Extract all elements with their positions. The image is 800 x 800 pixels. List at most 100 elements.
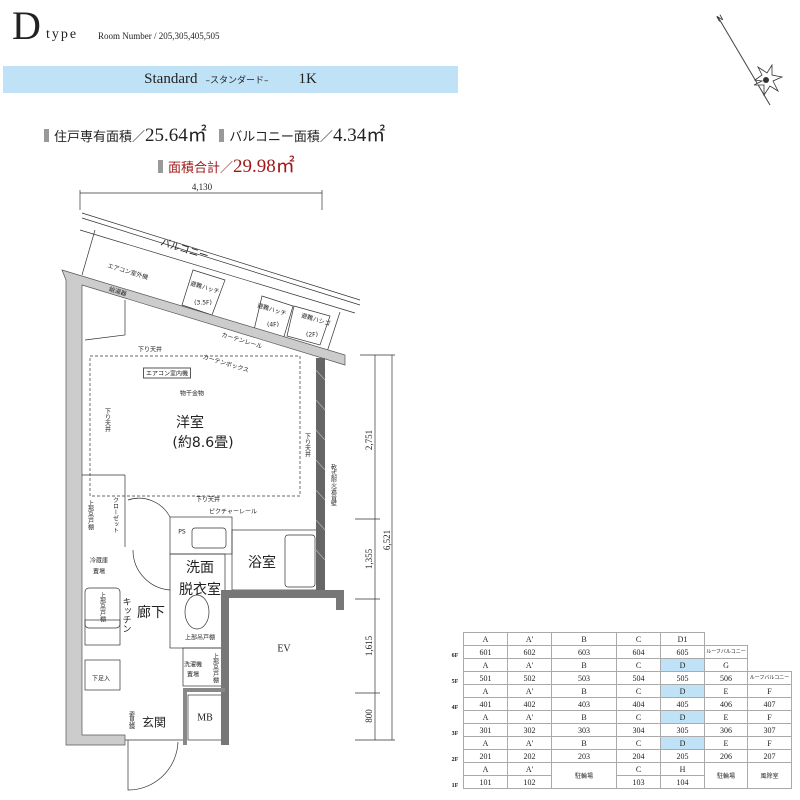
shoe-box-label: 下足入 [91, 675, 111, 683]
mb-label: MB [197, 712, 213, 724]
total-area-value: 29.98㎡ [233, 156, 295, 177]
washroom-label-2: 脱衣室 [179, 582, 221, 598]
room-cell: 306 [704, 723, 748, 737]
vestibule-cell: 風除室 [747, 762, 792, 789]
room-cell: 601 [463, 645, 508, 659]
closet-label: クローゼット [111, 497, 119, 533]
room-cell: 605 [660, 645, 705, 659]
western-room-size: (約8.6畳) [172, 435, 234, 451]
room-cell: 503 [551, 671, 617, 685]
bullet-square-icon [219, 129, 225, 142]
type-cell: A' [507, 710, 552, 724]
bullet-square-icon [44, 129, 49, 142]
room-cell: 406 [704, 697, 748, 711]
type-cell: B [551, 710, 617, 724]
western-room-label: 洋室 [176, 415, 204, 431]
washer-label-2: 置場 [186, 671, 200, 679]
floor-label: 3F [451, 730, 459, 737]
washroom-label: 洗面 [186, 560, 214, 576]
exclusive-area-value: 25.64㎡ [145, 125, 207, 146]
room-cell: 502 [507, 671, 552, 685]
type-cell-highlighted: D [660, 684, 705, 698]
lowered-ceiling-label: 下り天井 [137, 346, 163, 354]
type-cell-highlighted: D [660, 710, 705, 724]
room-cell: 402 [507, 697, 552, 711]
total-area: 面積合計／29.98㎡ [158, 151, 295, 178]
type-cell: A' [507, 658, 552, 672]
balcony-area-value: 4.34㎡ [332, 125, 386, 146]
type-cell: C [616, 658, 661, 672]
room-cell: 207 [747, 749, 792, 763]
room-numbers: Room Number / 205,305,405,505 [98, 31, 220, 41]
upper-cabinet-label: 上部吊戸棚 [211, 653, 219, 683]
ps-label: PS [178, 528, 186, 536]
floor-label: 2F [451, 756, 459, 763]
type-cell: A [463, 736, 508, 750]
floor-label: 5F [451, 678, 459, 685]
type-cell: A [463, 684, 508, 698]
plan-name: Standard [144, 71, 198, 87]
type-cell: D1 [660, 632, 705, 646]
type-cell: A' [507, 736, 552, 750]
bike-parking-cell: 駐輪場 [551, 762, 617, 789]
room-cell: 305 [660, 723, 705, 737]
dimension-label: 1,355 [364, 548, 374, 570]
type-cell: A [463, 632, 508, 646]
fire-wall-label: 乾式耐火遮音壁 [329, 464, 337, 506]
room-cell: 203 [551, 749, 617, 763]
fridge-label-2: 置場 [92, 568, 106, 576]
bullet-square-icon [158, 160, 163, 173]
total-area-label: 面積合計／ [168, 161, 234, 176]
lowered-ceiling-label: 下り天井 [195, 496, 221, 504]
room-cell: 407 [747, 697, 792, 711]
bathroom-label: 浴室 [248, 555, 276, 571]
type-cell: B [551, 658, 617, 672]
floor-label: 1F [451, 782, 459, 789]
room-cell: 307 [747, 723, 792, 737]
room-cell: 204 [616, 749, 661, 763]
room-cell: 304 [616, 723, 661, 737]
room-cell: 501 [463, 671, 508, 685]
lowered-ceiling-label: 下り天井 [103, 408, 111, 432]
drying-hook-label: 物干金物 [179, 390, 205, 398]
type-cell: B [551, 736, 617, 750]
layout-type: 1K [298, 71, 317, 87]
hatch-floor-label: (3.5F) [194, 299, 212, 307]
floor-plan-drawing [61, 190, 395, 791]
mirror-label: 姿見鏡 [127, 711, 135, 729]
room-cell: 103 [616, 775, 661, 789]
type-cell: F [747, 710, 792, 724]
type-cell: C [616, 710, 661, 724]
type-cell: A [463, 710, 508, 724]
type-cell: A' [507, 684, 552, 698]
bike-parking-cell: 駐輪場 [704, 762, 748, 789]
hatch-floor-label: (4F) [267, 321, 279, 329]
room-cell: 206 [704, 749, 748, 763]
type-word: type [46, 27, 79, 42]
type-cell-highlighted: D [660, 658, 705, 672]
roof-balcony-cell: ルーフバルコニー [704, 645, 748, 659]
type-cell: B [551, 684, 617, 698]
type-cell: G [704, 658, 748, 672]
type-cell: H [660, 762, 705, 776]
room-cell: 403 [551, 697, 617, 711]
room-cell: 604 [616, 645, 661, 659]
plan-type-band: Standard –スタンダード– 1K [3, 66, 458, 93]
type-cell: F [747, 684, 792, 698]
type-cell: A' [507, 762, 552, 776]
room-cell: 101 [463, 775, 508, 789]
upper-cabinet-label: 上部吊戸棚 [184, 634, 216, 642]
room-cell: 303 [551, 723, 617, 737]
type-cell: A [463, 658, 508, 672]
washer-label: 洗濯機 [183, 661, 203, 669]
dimension-label: 800 [364, 709, 374, 723]
room-cell: 202 [507, 749, 552, 763]
type-cell: C [616, 684, 661, 698]
room-cell: 104 [660, 775, 705, 789]
room-cell: 404 [616, 697, 661, 711]
floor-label: 4F [451, 704, 459, 711]
ladder-floor-label: (2F) [306, 331, 318, 339]
type-cell: A [463, 762, 508, 776]
